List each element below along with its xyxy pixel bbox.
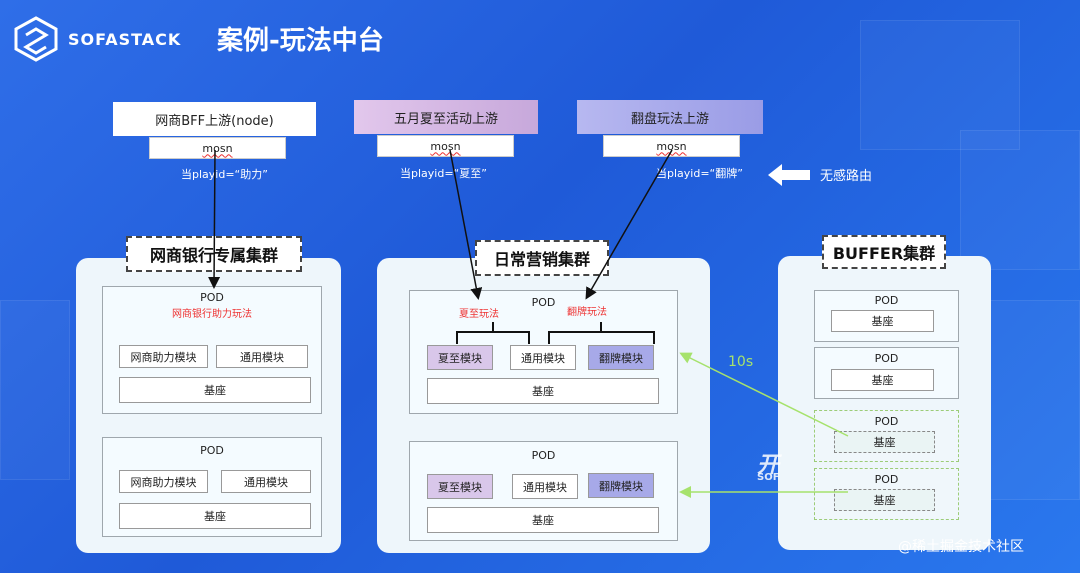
pod-label: POD xyxy=(874,352,899,365)
play-group-brackets xyxy=(456,322,655,344)
pod-feature-label: 网商银行助力玩法 xyxy=(172,309,252,320)
mosn-proxy: mosn xyxy=(149,137,286,159)
module-box: 通用模块 xyxy=(216,345,308,368)
left-arrow-icon xyxy=(768,164,810,186)
base-box: 基座 xyxy=(427,507,659,533)
play-label-summer: 夏至玩法 xyxy=(459,309,499,320)
background-logo-text: SOF xyxy=(757,472,780,483)
mosn-proxy: mosn xyxy=(603,135,740,157)
module-summer: 夏至模块 xyxy=(427,345,493,370)
module-common: 通用模块 xyxy=(512,474,578,499)
base-box: 基座 xyxy=(831,310,934,332)
pod-label: POD xyxy=(531,449,556,462)
pod-label: POD xyxy=(200,444,224,457)
upstream-bff: 网商BFF上游(node) xyxy=(113,102,316,136)
base-box: 基座 xyxy=(427,378,659,404)
route-condition: 当playid=“夏至” xyxy=(400,167,487,180)
base-box: 基座 xyxy=(119,377,311,403)
module-flip: 翻牌模块 xyxy=(588,473,654,498)
module-box: 通用模块 xyxy=(221,470,311,493)
pod-label: POD xyxy=(874,473,899,486)
pod-label: POD xyxy=(874,294,899,307)
base-box: 基座 xyxy=(831,369,934,391)
routing-label: 无感路由 xyxy=(820,169,873,184)
module-common: 通用模块 xyxy=(510,345,576,370)
base-box: 基座 xyxy=(834,489,935,511)
cluster-title-marketing: 日常营销集群 xyxy=(475,240,609,276)
mosn-proxy: mosn xyxy=(377,135,514,157)
module-box: 网商助力模块 xyxy=(119,345,208,368)
pod-label: POD xyxy=(531,296,556,309)
scale-time-label: 10s xyxy=(728,354,754,370)
cluster-title-bank: 网商银行专属集群 xyxy=(126,236,302,272)
brand-logo: SOFASTACK xyxy=(12,12,192,66)
background-logo-mark: 开 xyxy=(757,453,780,478)
upstream-summer: 五月夏至活动上游 xyxy=(354,100,538,134)
base-box: 基座 xyxy=(119,503,311,529)
watermark: @稀土掘金技术社区 xyxy=(898,539,1024,555)
cluster-title-buffer: BUFFER集群 xyxy=(822,235,946,269)
module-flip: 翻牌模块 xyxy=(588,345,654,370)
sofastack-logo-icon xyxy=(14,16,58,62)
module-box: 网商助力模块 xyxy=(119,470,208,493)
pod-label: POD xyxy=(200,291,224,304)
bg-cube xyxy=(980,300,1080,500)
pod-label: POD xyxy=(874,415,899,428)
page-title: 案例-玩法中台 xyxy=(217,26,384,56)
brand-name: SOFASTACK xyxy=(68,29,182,49)
bg-cube xyxy=(860,20,1020,150)
bg-cube xyxy=(960,130,1080,270)
route-condition: 当playid=“助力” xyxy=(181,168,268,181)
module-summer: 夏至模块 xyxy=(427,474,493,499)
upstream-flip: 翻盘玩法上游 xyxy=(577,100,763,134)
play-label-flip: 翻牌玩法 xyxy=(567,307,607,318)
base-box: 基座 xyxy=(834,431,935,453)
bg-cube xyxy=(0,300,70,480)
route-condition: 当playid=“翻牌” xyxy=(656,167,743,180)
